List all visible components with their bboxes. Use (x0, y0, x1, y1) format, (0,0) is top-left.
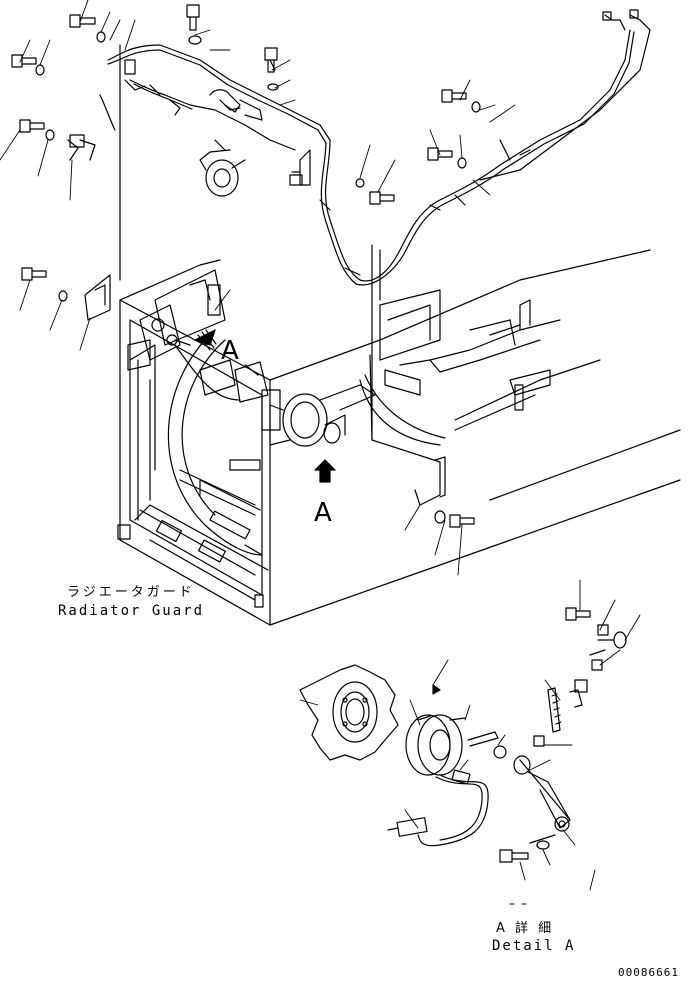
view-label-upper: A (221, 336, 239, 366)
detail-label-jp: A 詳 細 (496, 921, 555, 936)
view-label-lower: A (314, 498, 332, 528)
drawing-number: 00086661 (618, 966, 679, 979)
radiator-guard-label-jp: ラジエータガード (67, 585, 195, 600)
leader-lines-detail (299, 579, 641, 891)
radiator-guard-frame (117, 249, 681, 626)
leader-lines-upper (0, 0, 516, 576)
left-bracket (84, 274, 111, 321)
detail-label-en: Detail A (492, 938, 576, 954)
fasteners-upper (11, 4, 481, 528)
radiator-guard-label-en: Radiator Guard (58, 603, 205, 619)
detail-a-assembly (299, 607, 627, 863)
view-arrow-lower (314, 459, 336, 483)
wiring-harness (69, 9, 651, 441)
